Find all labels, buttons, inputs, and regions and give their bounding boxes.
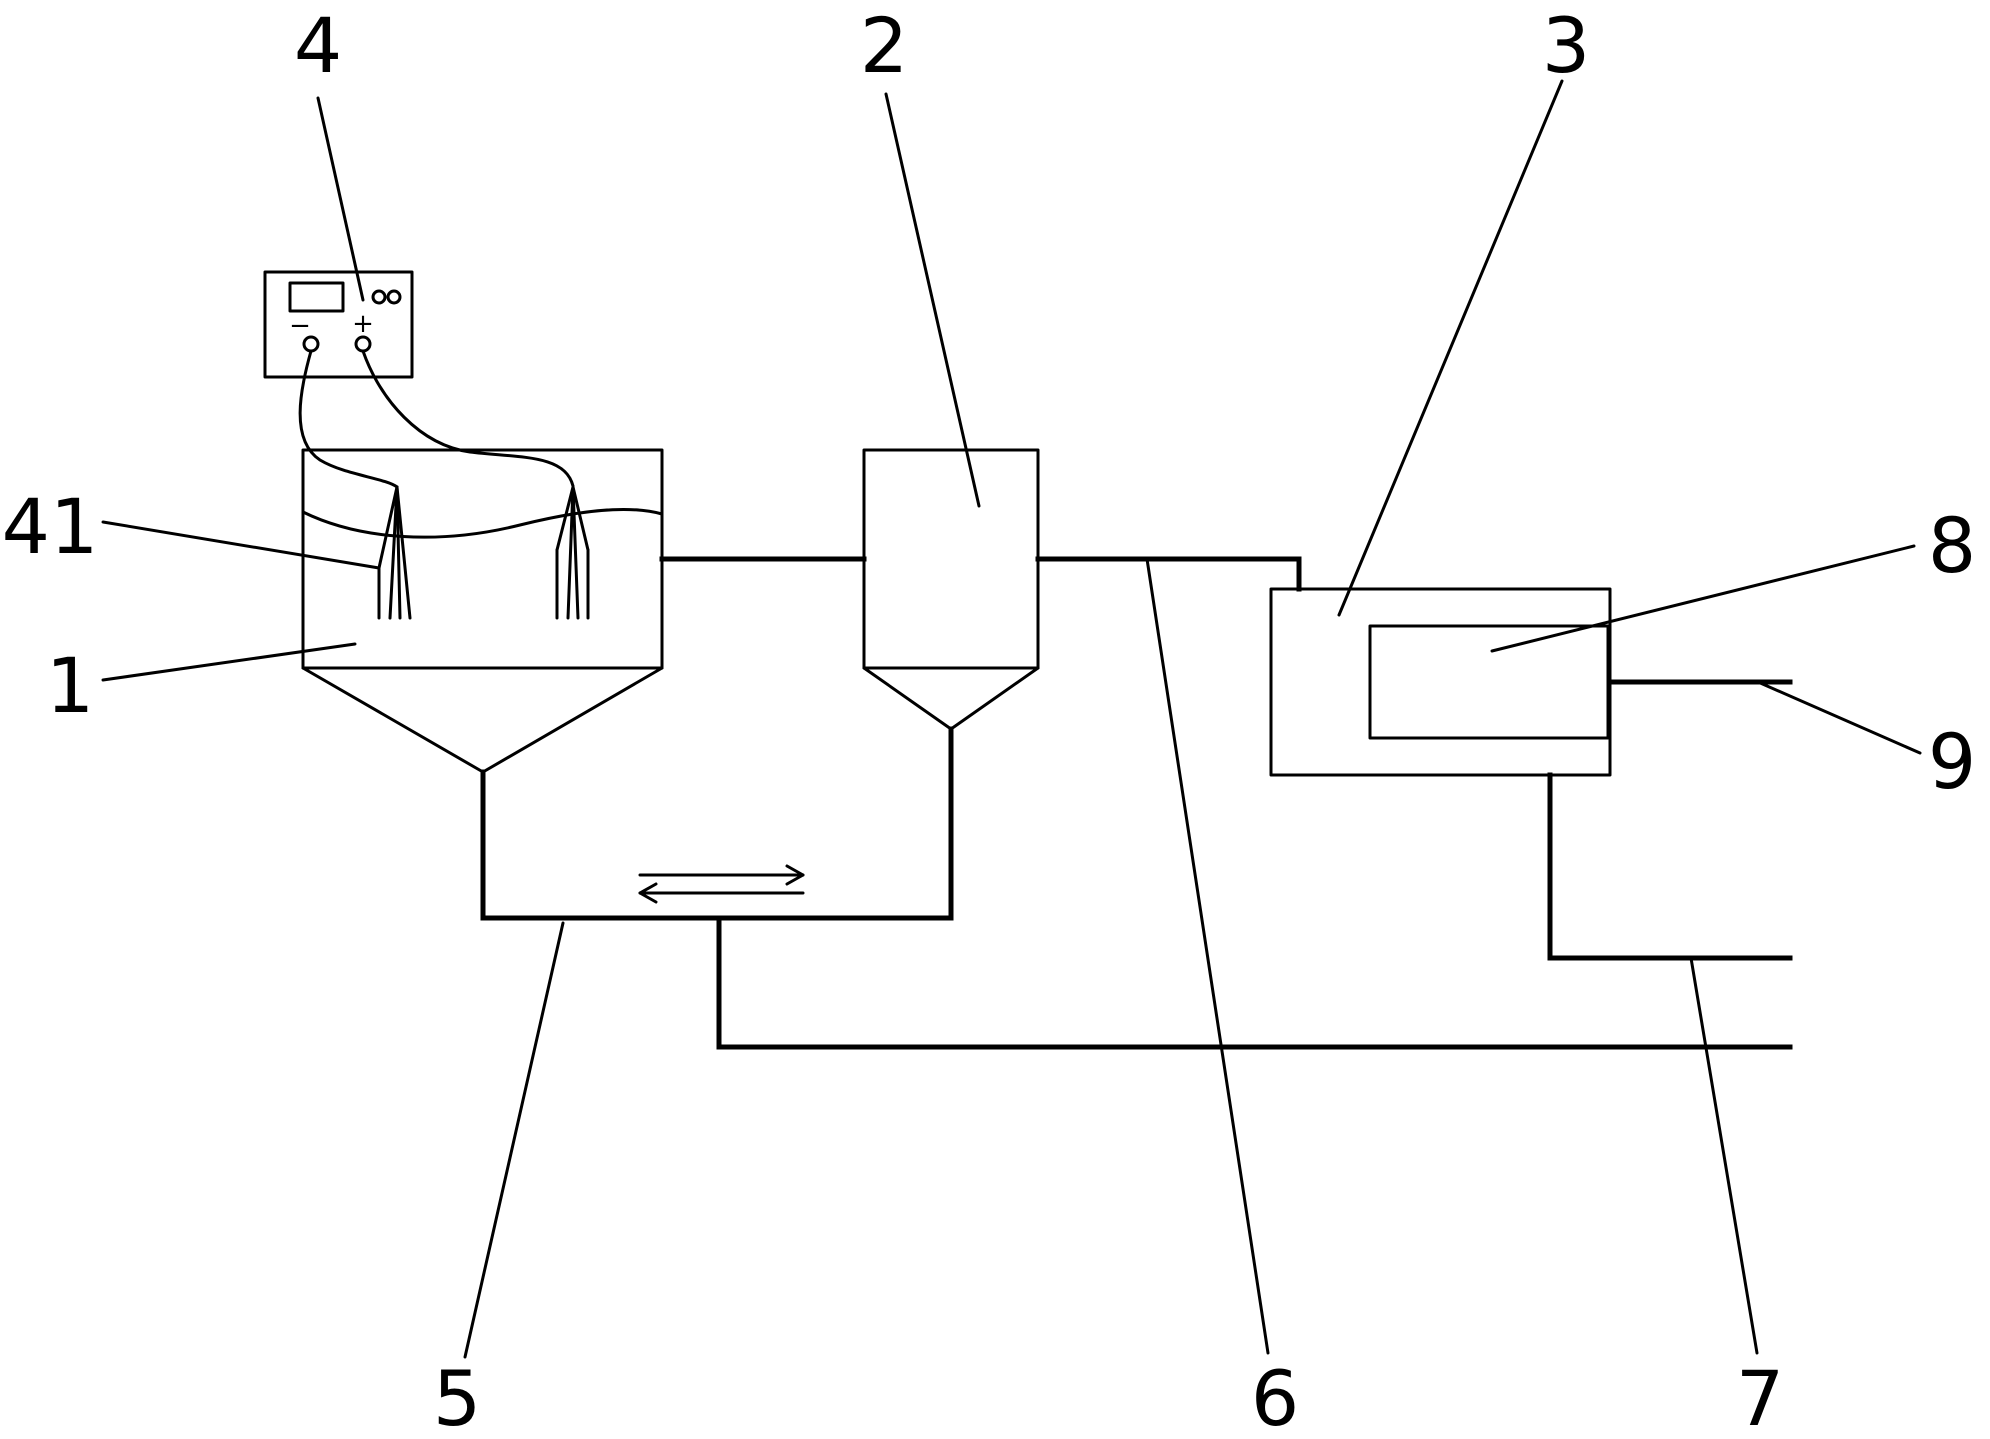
label-3: 3 (1542, 1, 1590, 90)
treatment-unit (1269, 587, 1612, 777)
electrode-group-right (555, 485, 590, 620)
treatment-unit-body (1269, 587, 1612, 777)
arrow-left-head (638, 882, 658, 904)
pipe-settling-to-unit (1035, 556, 1302, 592)
label-1: 1 (46, 641, 94, 730)
label-6: 6 (1251, 1354, 1299, 1439)
leader-9 (1756, 680, 1922, 755)
settling-tank-body (862, 448, 1040, 670)
arrow-right-head (785, 864, 805, 886)
tank-body (301, 448, 664, 670)
leader-4 (316, 96, 365, 302)
leader-3 (1337, 79, 1564, 617)
leader-6 (1145, 557, 1270, 1355)
leader-lines (101, 79, 1922, 1359)
electrolytic-tank (301, 448, 664, 774)
pipe-sludge-return (480, 726, 954, 921)
power-supply-display (288, 281, 345, 313)
liquid-level (301, 508, 664, 539)
leader-41 (101, 520, 381, 570)
positive-terminal (354, 335, 372, 353)
settling-tank-cone (862, 666, 1040, 731)
inner-element (1368, 624, 1610, 740)
leader-7 (1689, 956, 1759, 1355)
positive-wire (361, 349, 575, 488)
leader-5 (463, 921, 565, 1359)
leader-8 (1490, 544, 1916, 653)
tank-cone (301, 666, 664, 774)
label-9: 9 (1928, 717, 1976, 806)
power-supply-body (263, 270, 414, 379)
power-supply-knob-left (371, 289, 387, 305)
label-5: 5 (433, 1354, 481, 1439)
negative-wire (298, 349, 399, 489)
pipe-sludge-discharge (716, 915, 1793, 1050)
label-4: 4 (294, 1, 342, 90)
negative-terminal-label: − (289, 311, 311, 341)
label-41: 41 (2, 482, 99, 571)
label-8: 8 (1928, 501, 1976, 590)
power-supply-knob-right (386, 289, 402, 305)
label-7: 7 (1736, 1354, 1784, 1439)
label-2: 2 (860, 1, 908, 90)
flow-arrows (638, 864, 805, 904)
electrode-group-left (377, 485, 412, 620)
leader-1 (101, 642, 357, 682)
positive-terminal-label: + (352, 309, 374, 339)
negative-terminal (302, 335, 320, 353)
leader-2 (884, 92, 981, 508)
settling-tank (862, 448, 1040, 731)
pipe-unit-outlet (1547, 772, 1793, 961)
power-supply: − + (263, 270, 414, 379)
